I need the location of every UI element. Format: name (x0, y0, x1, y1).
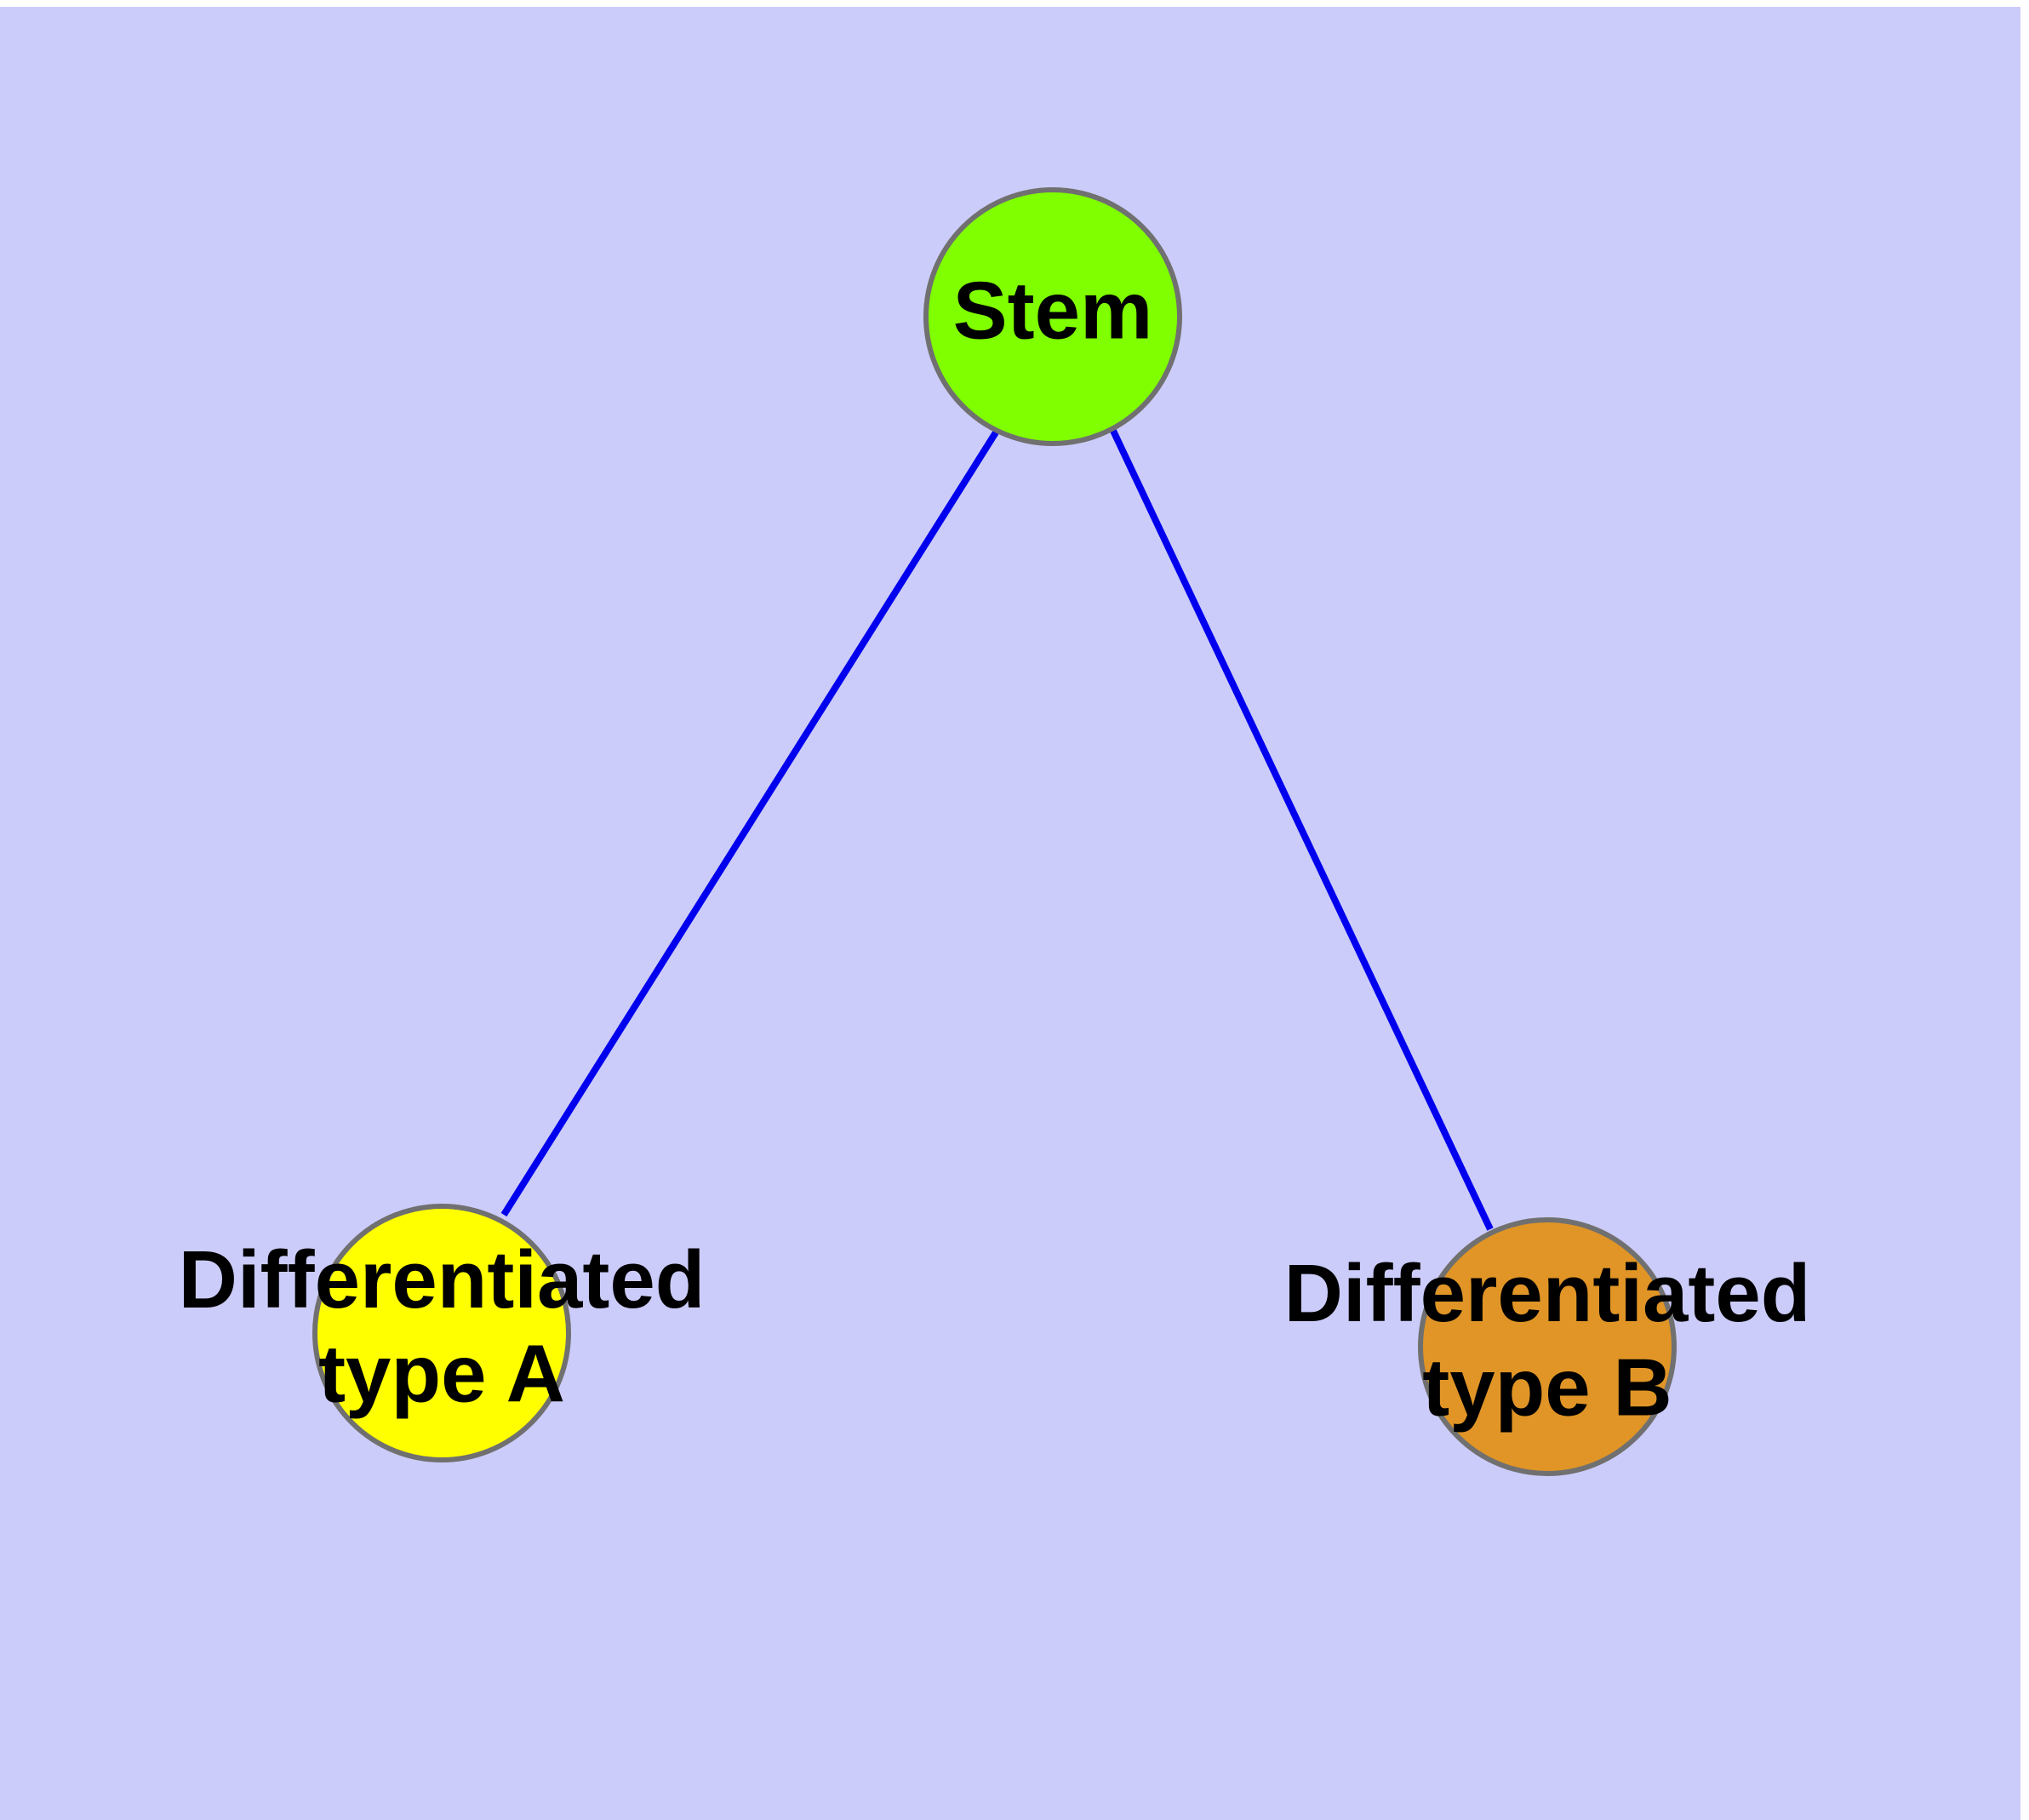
node-differentiated-type-b-circle[interactable] (1418, 1217, 1677, 1476)
node-differentiated-type-a-label-line-2: type A (318, 1329, 565, 1420)
edge-layer (500, 429, 1494, 1231)
node-differentiated-type-b-label-line-2: type B (1422, 1342, 1672, 1434)
node-differentiated-type-a-circle[interactable] (312, 1204, 571, 1462)
node-stem[interactable] (923, 187, 1182, 446)
node-differentiated-type-a-label-line-1: Differentiated (179, 1234, 706, 1325)
label-layer: Stem Differentiated type A Differentiate… (179, 265, 1811, 1433)
edge-stem-to-differentiated-type-b[interactable] (1110, 429, 1494, 1231)
edge-stem-to-differentiated-type-a[interactable] (500, 430, 999, 1217)
node-differentiated-type-b-label-line-1: Differentiated (1284, 1248, 1811, 1339)
node-stem-label: Stem (953, 265, 1153, 356)
node-differentiated-type-b[interactable] (1418, 1217, 1677, 1476)
node-stem-circle[interactable] (923, 187, 1182, 446)
node-differentiated-type-a[interactable] (312, 1204, 571, 1462)
node-layer (312, 187, 1677, 1476)
